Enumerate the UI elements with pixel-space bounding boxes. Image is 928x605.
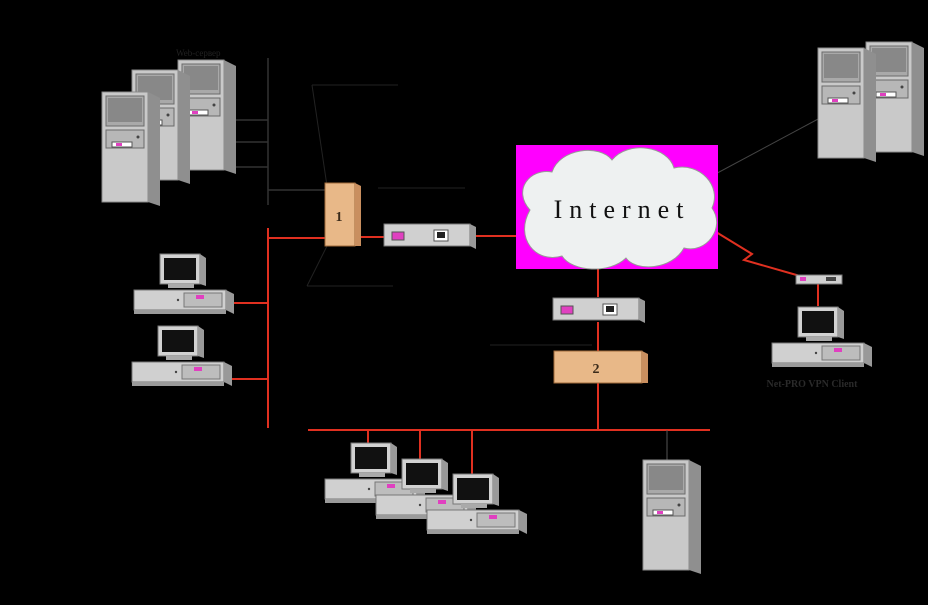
vpn-client: Net-PRO VPN Client (767, 274, 873, 390)
web-server-label: Web-сервер (176, 48, 221, 58)
firewall-2-label: 2 (593, 362, 600, 377)
internet-cloud: Internet (516, 145, 718, 270)
modem-2 (552, 297, 646, 324)
internet-label: Internet (554, 195, 691, 224)
firewall-1: 1 (324, 182, 361, 247)
workstation-left-2 (131, 325, 233, 387)
modem-1 (383, 223, 477, 250)
vpn-client-label: Net-PRO VPN Client (767, 379, 859, 390)
local-server (642, 459, 702, 575)
workstation-left-1 (133, 253, 235, 315)
remote-server-cluster (817, 41, 925, 163)
firewall-1-label: 1 (336, 210, 343, 225)
web-server-cluster: Web-сервер (101, 48, 237, 207)
firewall-2: 2 (553, 350, 648, 384)
network-links (155, 58, 821, 476)
